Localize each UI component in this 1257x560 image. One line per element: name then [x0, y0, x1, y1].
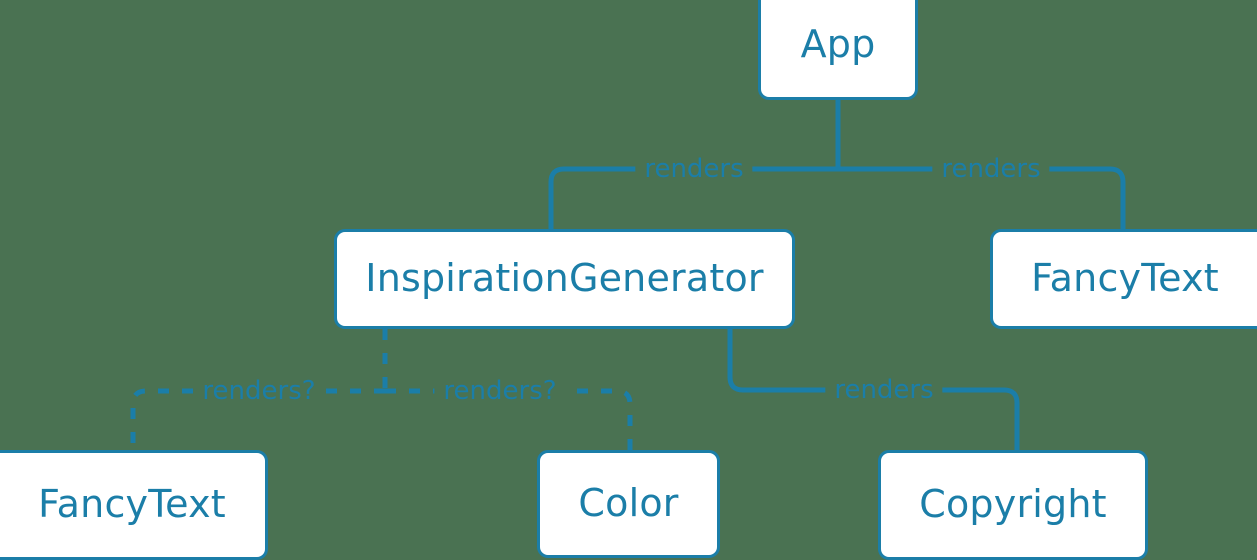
- edge-label-app-to-inspiration-generator: renders: [635, 156, 753, 182]
- node-fancytext-bottom[interactable]: FancyText: [0, 450, 268, 560]
- edge-label-inspiration-generator-to-fancytext: renders?: [193, 378, 325, 404]
- edge-inspiration-generator-to-color: [385, 388, 633, 450]
- node-app-label: App: [800, 22, 876, 66]
- edge-label-app-to-fancytext: renders: [932, 156, 1050, 182]
- node-fancytext-bottom-label: FancyText: [38, 481, 226, 526]
- node-copyright-label: Copyright: [919, 481, 1107, 526]
- edge-app-to-inspiration-generator: [548, 166, 838, 229]
- edge-label-inspiration-generator-to-copyright: renders: [825, 377, 943, 403]
- edge-app-to-fancytext: [838, 166, 1126, 229]
- node-inspiration-generator[interactable]: InspirationGenerator: [334, 229, 795, 329]
- node-color-label: Color: [578, 480, 679, 525]
- node-copyright[interactable]: Copyright: [878, 450, 1148, 560]
- edge-label-inspiration-generator-to-color: renders?: [434, 378, 566, 404]
- node-inspiration-generator-label: InspirationGenerator: [365, 255, 764, 300]
- node-fancytext-right-label: FancyText: [1031, 255, 1219, 300]
- node-color[interactable]: Color: [537, 450, 720, 558]
- edge-inspiration-generator-to-fancytext: [130, 388, 385, 455]
- node-app[interactable]: App: [758, 0, 918, 100]
- node-fancytext-right[interactable]: FancyText: [990, 229, 1257, 329]
